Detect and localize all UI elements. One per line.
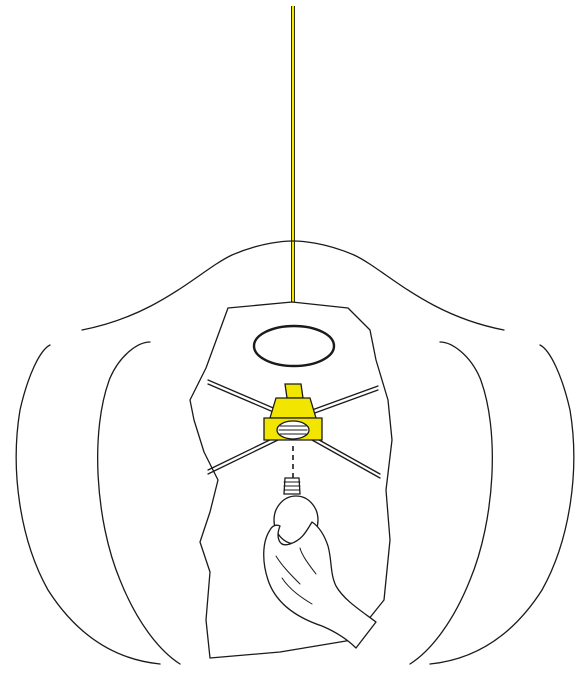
spoke-upper-left-b bbox=[207, 383, 279, 415]
spoke-upper-right-b bbox=[311, 389, 379, 415]
shade-petal-left-outer bbox=[15, 344, 161, 665]
bulb-socket bbox=[263, 383, 323, 441]
shade-crown bbox=[81, 240, 505, 331]
shade-petal-left-inner bbox=[97, 341, 181, 665]
lamp-shade bbox=[15, 240, 575, 665]
spoke-lower-right bbox=[311, 435, 381, 475]
shade-ring-frame bbox=[207, 324, 381, 479]
spoke-lower-left-b bbox=[207, 439, 279, 475]
spoke-lower-right-b bbox=[311, 439, 381, 479]
hand bbox=[263, 521, 377, 649]
spoke-lower-left bbox=[207, 435, 279, 471]
shade-petal-right-outer bbox=[429, 344, 575, 665]
spoke-upper-right bbox=[311, 385, 379, 411]
shade-petal-right-inner bbox=[409, 341, 493, 665]
spoke-upper-left bbox=[207, 379, 279, 411]
top-ring bbox=[252, 324, 336, 368]
